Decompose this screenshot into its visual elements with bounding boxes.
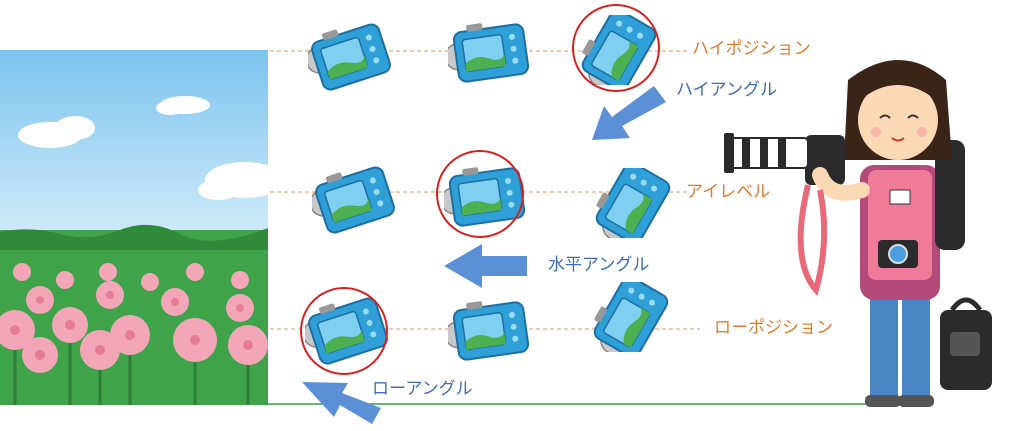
camera-icon	[590, 168, 674, 238]
cloud	[18, 96, 268, 200]
label-horizontal-angle: 水平アングル	[548, 255, 650, 275]
label-low-angle: ローアングル	[372, 379, 473, 399]
camera-icon	[308, 22, 394, 92]
camera-icon	[588, 282, 672, 352]
selection-circle-high-position	[572, 4, 660, 92]
flowers	[0, 263, 268, 373]
selection-circle-low-angle	[300, 287, 388, 375]
label-high-position: ハイポジション	[692, 39, 811, 59]
selection-circle-eye-level	[436, 150, 524, 238]
camera-icon	[448, 296, 531, 362]
camera-icon	[448, 18, 531, 84]
flower-field-scene	[0, 50, 268, 405]
photographer-icon	[724, 60, 992, 407]
label-eye-level: アイレベル	[686, 182, 771, 202]
sky	[0, 50, 268, 250]
flower-stems	[13, 343, 250, 405]
label-low-position: ローポジション	[714, 318, 833, 338]
camera-icon	[312, 165, 398, 235]
label-high-angle: ハイアングル	[676, 80, 777, 100]
arrow-icon	[302, 86, 666, 424]
